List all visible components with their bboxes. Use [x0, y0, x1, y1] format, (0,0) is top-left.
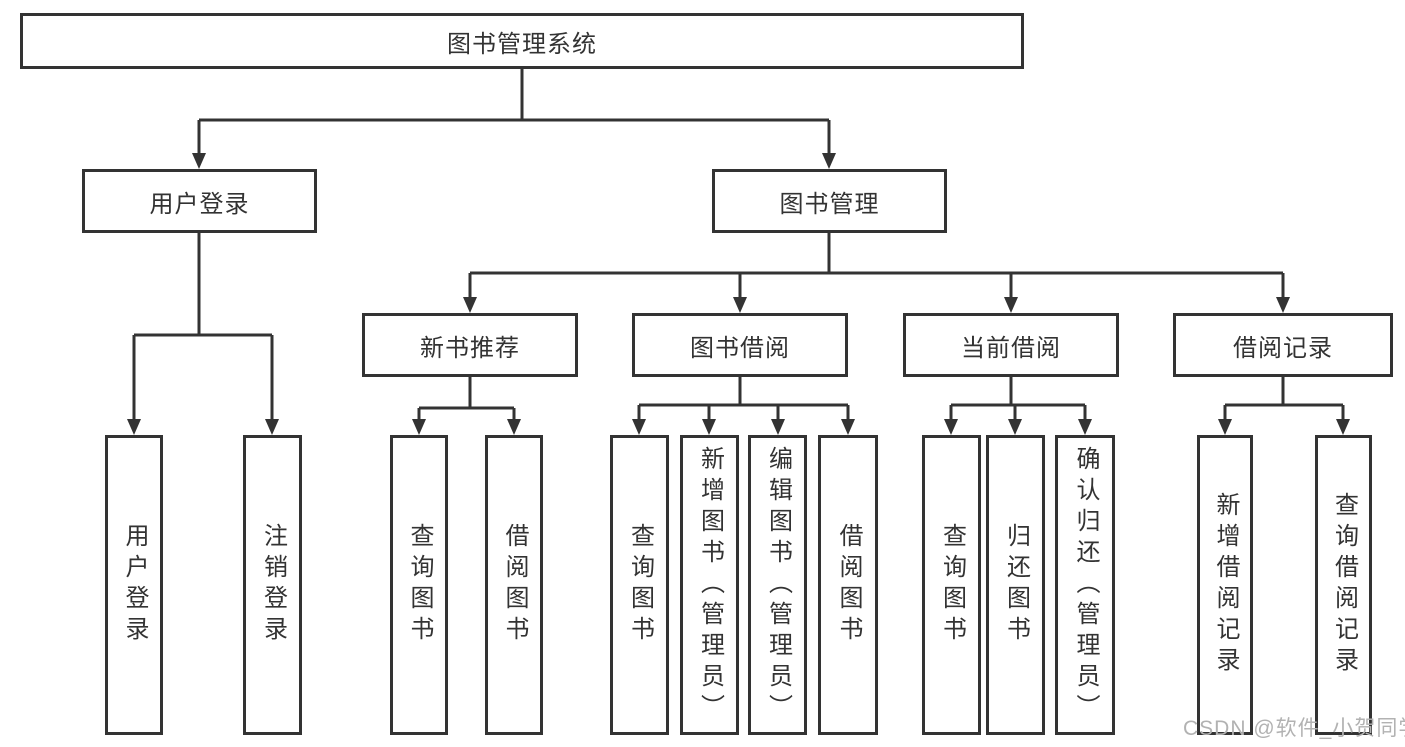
arrowhead-icon [265, 419, 279, 435]
connector-borrowrecords-to-leaves [1218, 377, 1350, 435]
arrowhead-icon [841, 419, 855, 435]
arrowhead-icon [1276, 297, 1290, 313]
arrowhead-icon [1078, 419, 1092, 435]
arrowhead-icon [192, 153, 206, 169]
leaf-borrow-books-recommend: 借阅图书 [485, 435, 543, 735]
leaf-logout: 注销登录 [243, 435, 302, 735]
arrowhead-icon [1004, 297, 1018, 313]
leaf-edit-books-admin: 编辑图书（管理员） [748, 435, 807, 735]
leaf-user-login: 用户登录 [105, 435, 163, 735]
node-book-borrow: 图书借阅 [632, 313, 848, 377]
arrowhead-icon [771, 419, 785, 435]
connector-bookmgmt-to-level3 [463, 233, 1290, 313]
leaf-add-borrow-record: 新增借阅记录 [1197, 435, 1253, 735]
connector-userlogin-to-leaves [127, 233, 279, 435]
leaf-query-books-borrow: 查询图书 [610, 435, 669, 735]
arrowhead-icon [412, 419, 426, 435]
leaf-borrow-books: 借阅图书 [818, 435, 878, 735]
arrowhead-icon [1336, 419, 1350, 435]
arrowhead-icon [127, 419, 141, 435]
arrowhead-icon [702, 419, 716, 435]
node-current-borrow: 当前借阅 [903, 313, 1119, 377]
arrowhead-icon [507, 419, 521, 435]
connector-root-to-level2 [192, 69, 836, 169]
leaf-query-borrow-record: 查询借阅记录 [1315, 435, 1372, 735]
leaf-query-books-current: 查询图书 [922, 435, 981, 735]
node-borrow-records: 借阅记录 [1173, 313, 1393, 377]
arrowhead-icon [1008, 419, 1022, 435]
leaf-query-books-recommend: 查询图书 [390, 435, 448, 735]
connector-currentborrow-to-leaves [944, 377, 1092, 435]
csdn-watermark: CSDN @软件_小贺同学 [1183, 717, 1405, 740]
arrowhead-icon [632, 419, 646, 435]
arrowhead-icon [733, 297, 747, 313]
arrowhead-icon [1218, 419, 1232, 435]
node-user-login: 用户登录 [82, 169, 317, 233]
leaf-return-books: 归还图书 [986, 435, 1045, 735]
node-root-system: 图书管理系统 [20, 13, 1024, 69]
leaf-confirm-return-admin: 确认归还（管理员） [1055, 435, 1115, 735]
node-book-management: 图书管理 [712, 169, 947, 233]
connector-newbooks-to-leaves [412, 377, 521, 435]
arrowhead-icon [944, 419, 958, 435]
leaf-add-books-admin: 新增图书（管理员） [680, 435, 739, 735]
node-new-book-recommend: 新书推荐 [362, 313, 578, 377]
connector-bookborrow-to-leaves [632, 377, 855, 435]
arrowhead-icon [463, 297, 477, 313]
arrowhead-icon [822, 153, 836, 169]
